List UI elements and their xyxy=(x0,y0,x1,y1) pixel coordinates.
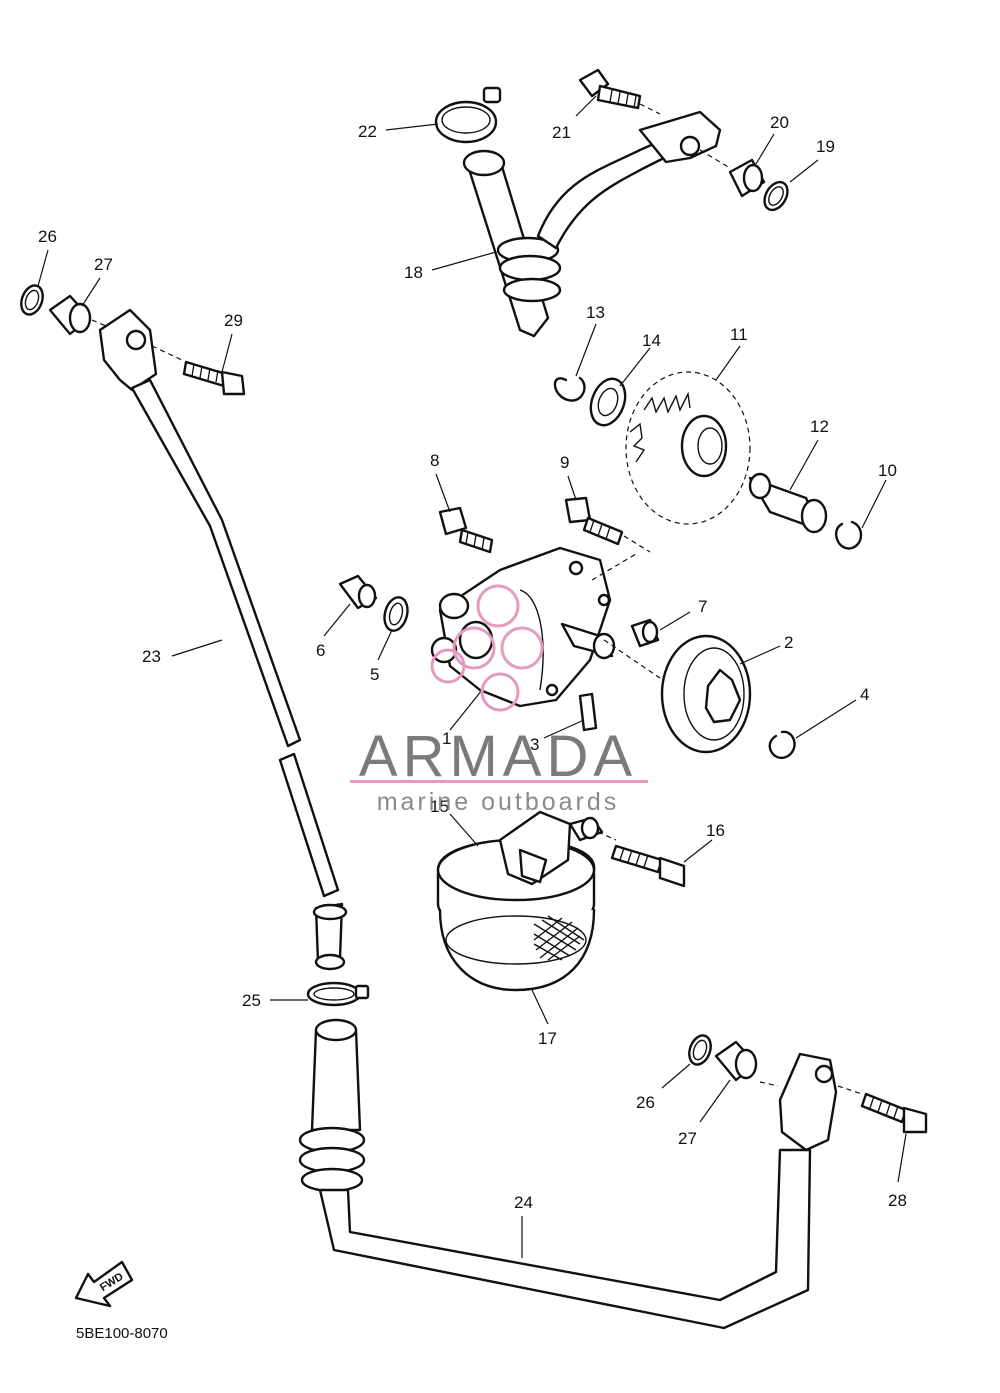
pipe-18-assembly xyxy=(462,103,731,338)
hose-24-fitting xyxy=(759,1052,863,1152)
o-ring-26-top xyxy=(20,284,44,316)
part-label-27-bottom: 27 xyxy=(678,1129,697,1148)
part-label-11: 11 xyxy=(730,325,748,344)
collar-27-bottom xyxy=(714,1040,758,1082)
part-label-4: 4 xyxy=(860,685,869,704)
part-label-13: 13 xyxy=(586,303,605,322)
pin-3 xyxy=(578,692,598,732)
part-label-27-top: 27 xyxy=(94,255,113,274)
bolt-9 xyxy=(564,496,651,553)
o-ring-19 xyxy=(763,180,789,212)
circlip-10 xyxy=(835,520,863,550)
strainer-15 xyxy=(436,810,617,936)
part-label-1: 1 xyxy=(442,729,451,748)
part-label-28: 28 xyxy=(888,1191,907,1210)
part-label-8: 8 xyxy=(430,451,439,470)
part-label-15: 15 xyxy=(430,797,449,816)
part-label-12: 12 xyxy=(810,417,829,436)
part-label-21: 21 xyxy=(552,123,571,142)
part-number-labels: 22 21 20 19 18 26 27 29 13 14 11 12 10 8… xyxy=(38,113,907,1212)
shaft-12 xyxy=(748,472,828,534)
circlip-4 xyxy=(768,730,796,759)
part-label-3: 3 xyxy=(530,735,539,754)
part-label-26-bottom: 26 xyxy=(636,1093,655,1112)
collar-27-top xyxy=(48,294,92,336)
part-label-2: 2 xyxy=(784,633,793,652)
part-label-19: 19 xyxy=(816,137,835,156)
part-label-18: 18 xyxy=(404,263,423,282)
dowel-6 xyxy=(338,574,378,610)
dowel-7 xyxy=(630,618,660,648)
part-label-23: 23 xyxy=(142,647,161,666)
part-label-14: 14 xyxy=(642,331,661,350)
watermark-rule xyxy=(350,780,648,783)
part-label-17: 17 xyxy=(538,1029,557,1048)
oil-pump-body-1 xyxy=(430,546,661,708)
rotor-2 xyxy=(660,634,752,754)
part-label-25: 25 xyxy=(242,991,261,1010)
part-label-9: 9 xyxy=(560,453,569,472)
bolt-28 xyxy=(860,1092,928,1134)
part-label-22: 22 xyxy=(358,122,377,141)
watermark-brand: ARMADA xyxy=(359,724,637,789)
part-label-20: 20 xyxy=(770,113,789,132)
part-label-6: 6 xyxy=(316,641,325,660)
gear-11 xyxy=(625,371,751,525)
strainer-housing-17 xyxy=(438,908,596,992)
collar-20 xyxy=(728,158,766,198)
circlip-13 xyxy=(553,376,586,402)
bolt-8 xyxy=(438,506,494,554)
part-label-24: 24 xyxy=(514,1193,533,1212)
armada-logo-icon xyxy=(430,584,544,712)
o-ring-26-bottom xyxy=(688,1034,712,1066)
bolt-21 xyxy=(578,68,642,110)
bolt-16 xyxy=(610,844,686,888)
part-label-10: 10 xyxy=(878,461,897,480)
hose-24 xyxy=(298,1018,812,1330)
part-label-7: 7 xyxy=(698,597,707,616)
part-label-26-top: 26 xyxy=(38,227,57,246)
hose-23 xyxy=(130,378,348,971)
part-label-5: 5 xyxy=(370,665,379,684)
leader-lines xyxy=(37,95,907,1258)
drawing-code: 5BE100-8070 xyxy=(76,1325,168,1342)
bolt-29 xyxy=(182,360,246,396)
hose-23-fitting xyxy=(91,308,183,392)
watermark-tagline: marine outboards xyxy=(377,788,620,816)
o-ring-5 xyxy=(383,596,409,632)
fwd-arrow-icon: FWD xyxy=(74,1260,134,1308)
part-label-29: 29 xyxy=(224,311,243,330)
hose-clamp-25 xyxy=(306,981,370,1007)
armada-watermark: ARMADA marine outboards xyxy=(350,584,648,816)
hose-clamp-22 xyxy=(434,86,502,144)
part-label-16: 16 xyxy=(706,821,725,840)
washer-14 xyxy=(589,377,627,427)
